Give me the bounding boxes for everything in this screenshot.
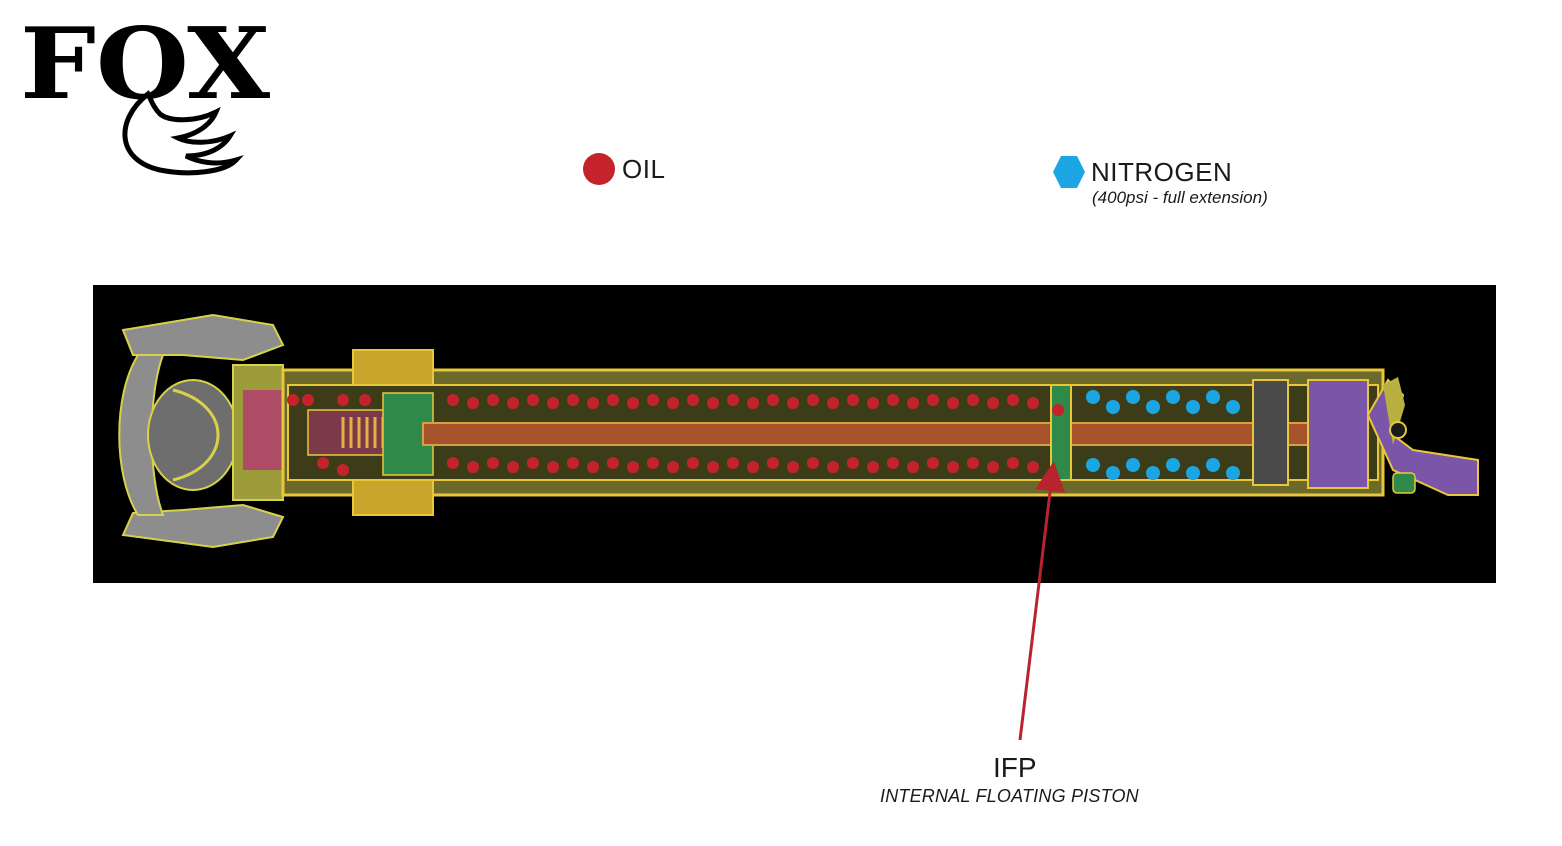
- ifp-piston: [1050, 384, 1072, 481]
- ifp-title: IFP: [993, 752, 1037, 783]
- fox-logo: FOX: [20, 7, 275, 180]
- shock-cross-section: [93, 285, 1496, 583]
- shaft: [422, 422, 1369, 446]
- legend-oil-label: OIL: [622, 153, 666, 184]
- legend-nitrogen-label: NITROGEN: [1091, 156, 1233, 187]
- legend-oil: OIL: [583, 153, 665, 185]
- blue-hexagon-icon: [1053, 156, 1085, 188]
- ifp-subtitle: INTERNAL FLOATING PISTON: [880, 786, 1139, 806]
- oil-dots: [287, 394, 1064, 476]
- nitrogen-dots: [1086, 390, 1240, 480]
- seat-clamp: [118, 313, 285, 549]
- legend-nitrogen: NITROGEN: [1053, 155, 1232, 189]
- bottom-head: [1307, 379, 1369, 489]
- legend-nitrogen-sublabel: (400psi - full extension): [1092, 188, 1268, 207]
- red-circle-icon: [583, 153, 615, 185]
